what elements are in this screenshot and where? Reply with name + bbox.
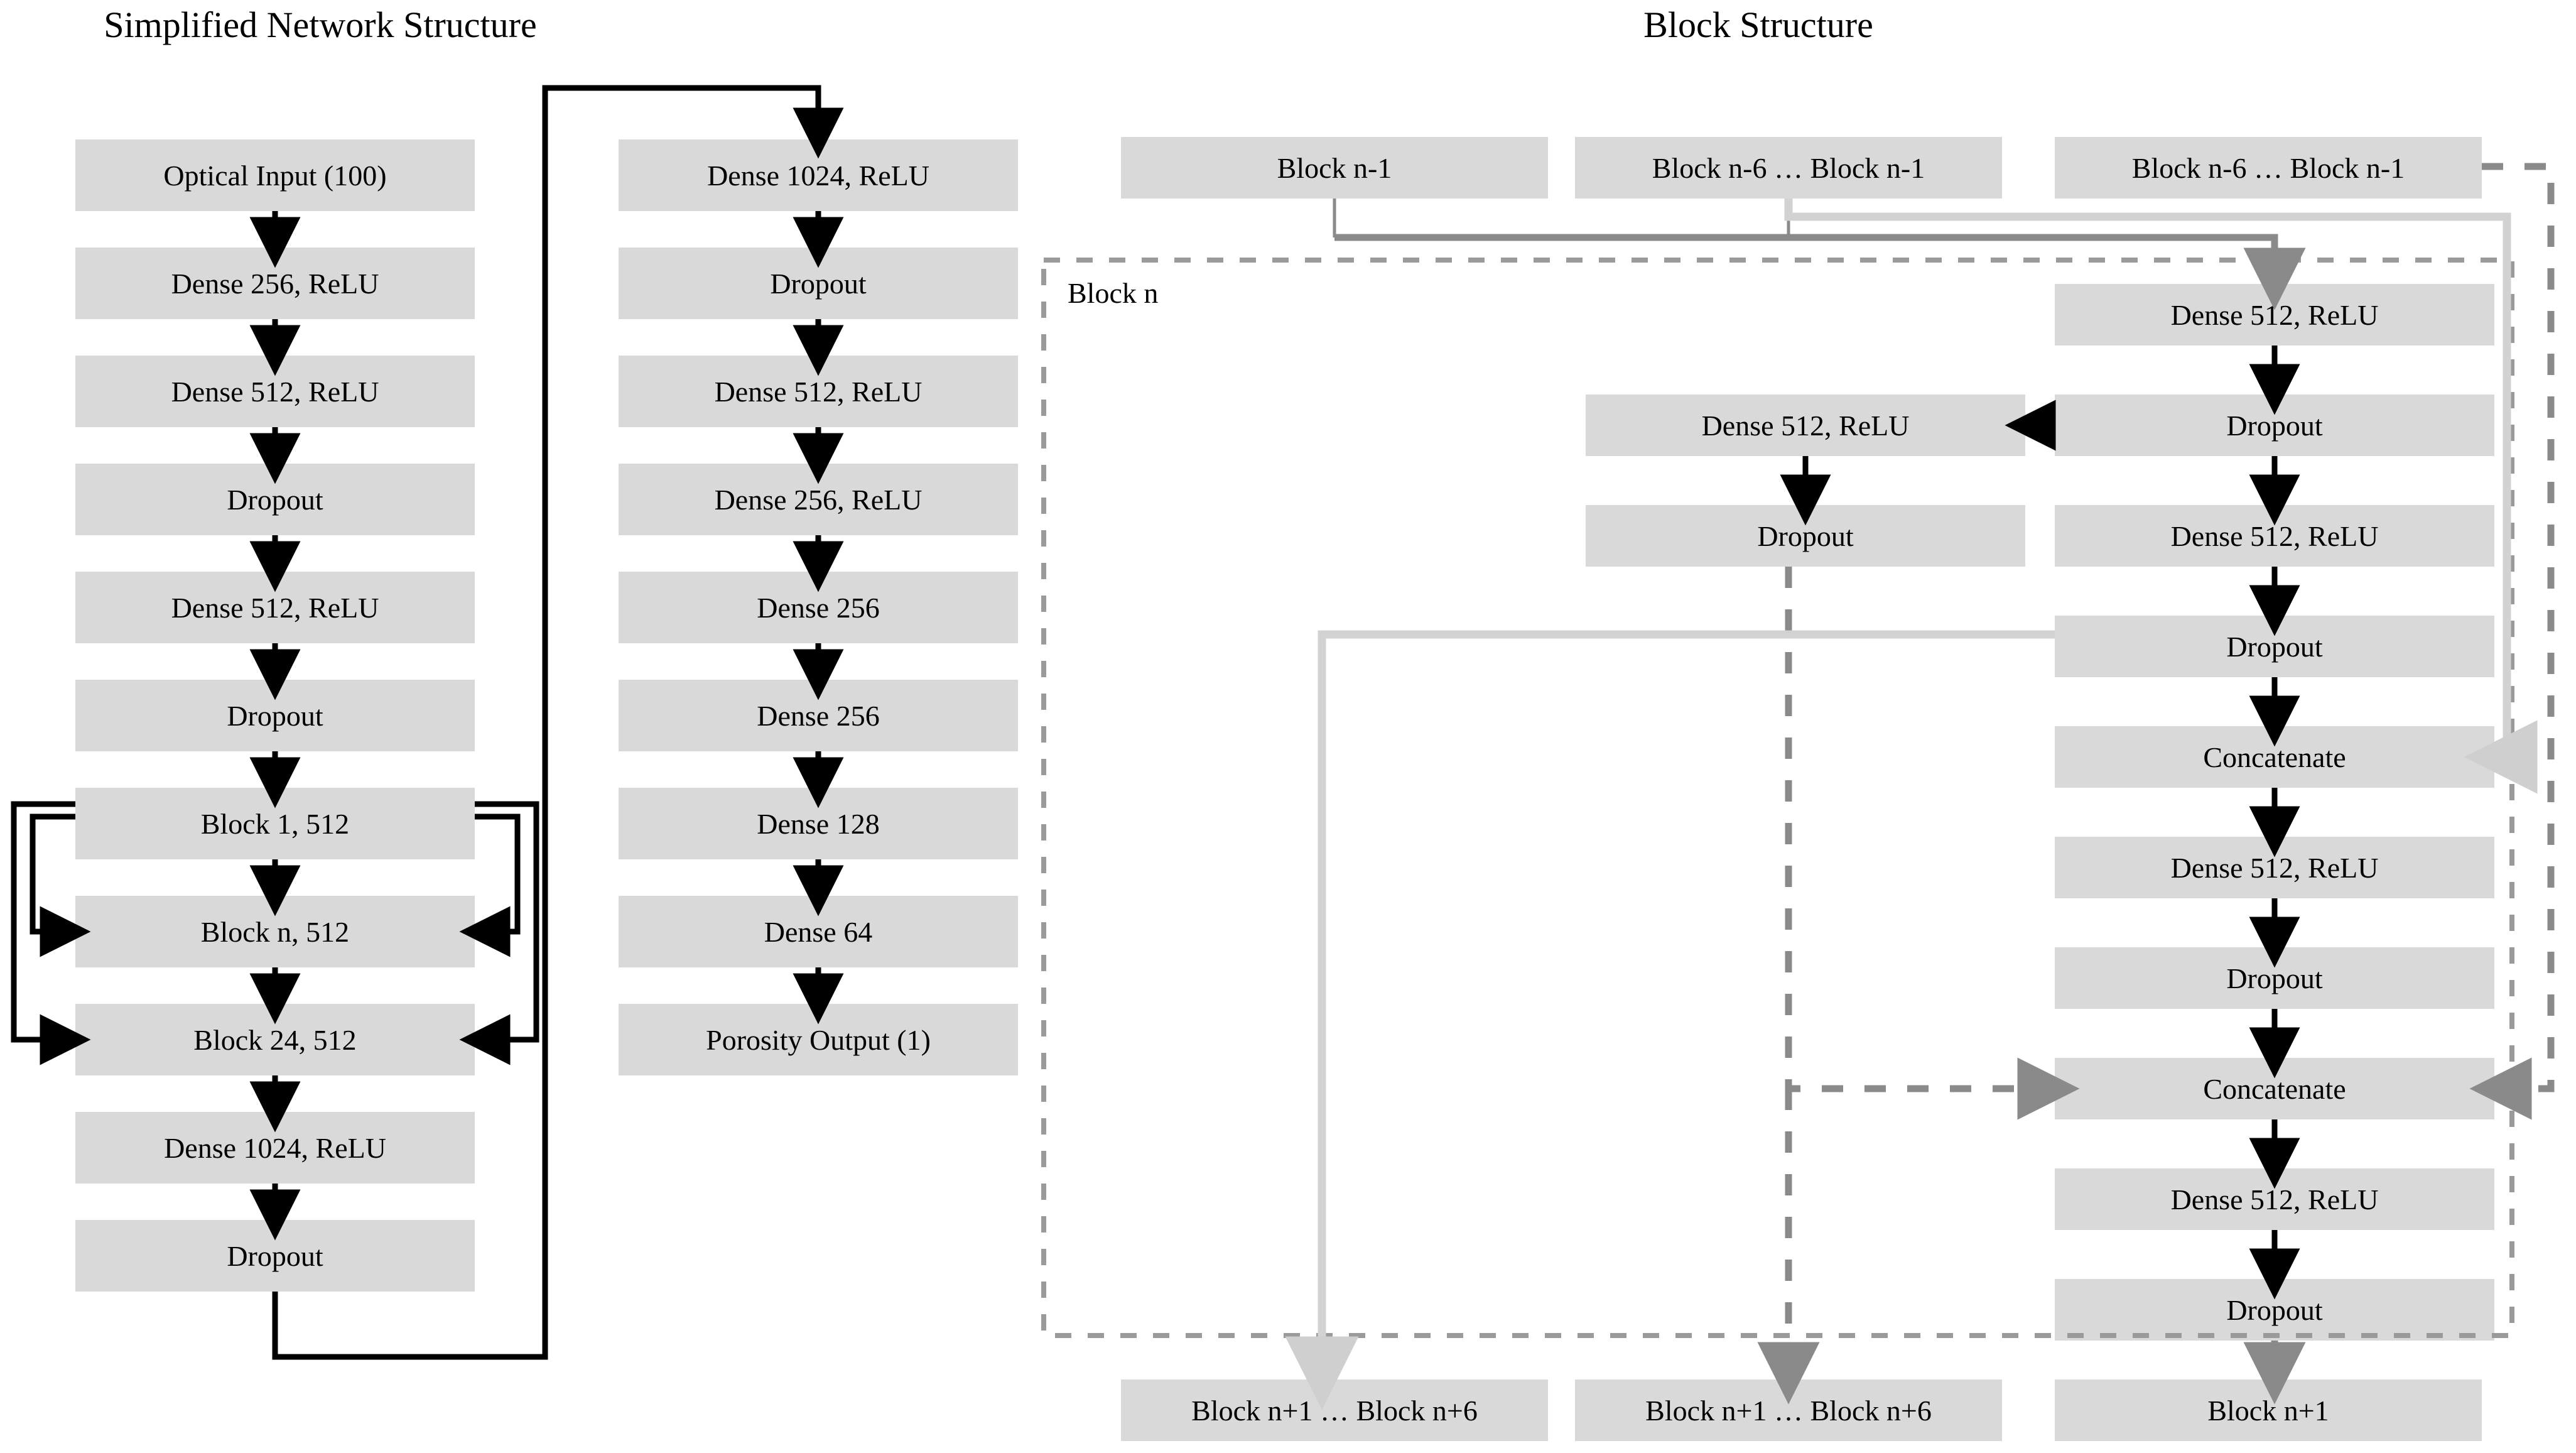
node-left-c1-3[interactable]: Dropout xyxy=(75,464,475,535)
node-left-c2-8[interactable]: Porosity Output (1) xyxy=(619,1004,1018,1075)
node-left-c1-9[interactable]: Dense 1024, ReLU xyxy=(75,1112,475,1184)
node-right-6[interactable]: Dropout xyxy=(2055,947,2494,1009)
left-panel-title: Simplified Network Structure xyxy=(104,4,537,45)
block-input-wire xyxy=(1333,199,2306,310)
middle-dashed-feed xyxy=(1757,567,2080,1405)
node-mid-1[interactable]: Dropout xyxy=(1586,505,2025,567)
node-left-c1-4[interactable]: Dense 512, ReLU xyxy=(75,572,475,643)
node-left-c1-10[interactable]: Dropout xyxy=(75,1220,475,1292)
node-mid-0[interactable]: Dense 512, ReLU xyxy=(1586,395,2025,456)
node-left-c2-0[interactable]: Dense 1024, ReLU xyxy=(619,139,1018,211)
node-bottom-0[interactable]: Block n+1 … Block n+6 xyxy=(1121,1380,1548,1441)
node-left-c2-6[interactable]: Dense 128 xyxy=(619,788,1018,859)
node-bottom-2[interactable]: Block n+1 xyxy=(2055,1380,2482,1441)
node-bottom-1[interactable]: Block n+1 … Block n+6 xyxy=(1575,1380,2002,1441)
node-right-0[interactable]: Dense 512, ReLU xyxy=(2055,284,2494,346)
node-right-7[interactable]: Concatenate xyxy=(2055,1058,2494,1119)
right-panel-title: Block Structure xyxy=(1643,4,1873,45)
node-left-c1-2[interactable]: Dense 512, ReLU xyxy=(75,356,475,427)
light-gray-skip-wire xyxy=(1285,630,2055,1410)
node-left-c2-3[interactable]: Dense 256, ReLU xyxy=(619,464,1018,535)
node-right-4[interactable]: Concatenate xyxy=(2055,726,2494,788)
node-left-c2-1[interactable]: Dropout xyxy=(619,248,1018,319)
node-right-9[interactable]: Dropout xyxy=(2055,1279,2494,1341)
node-left-c1-8[interactable]: Block 24, 512 xyxy=(75,1004,475,1075)
node-left-c2-7[interactable]: Dense 64 xyxy=(619,896,1018,967)
node-top-2[interactable]: Block n-6 … Block n-1 xyxy=(2055,137,2482,199)
node-right-2[interactable]: Dense 512, ReLU xyxy=(2055,505,2494,567)
node-top-1[interactable]: Block n-6 … Block n-1 xyxy=(1575,137,2002,199)
block-n-label: Block n xyxy=(1068,277,1159,309)
node-left-c1-5[interactable]: Dropout xyxy=(75,680,475,751)
node-top-0[interactable]: Block n-1 xyxy=(1121,137,1548,199)
node-left-c1-7[interactable]: Block n, 512 xyxy=(75,896,475,967)
node-right-3[interactable]: Dropout xyxy=(2055,616,2494,677)
node-right-8[interactable]: Dense 512, ReLU xyxy=(2055,1168,2494,1230)
node-left-c2-2[interactable]: Dense 512, ReLU xyxy=(619,356,1018,427)
node-left-c1-1[interactable]: Dense 256, ReLU xyxy=(75,248,475,319)
node-left-c2-4[interactable]: Dense 256 xyxy=(619,572,1018,643)
node-left-c2-5[interactable]: Dense 256 xyxy=(619,680,1018,751)
node-right-1[interactable]: Dropout xyxy=(2055,395,2494,456)
node-left-c1-6[interactable]: Block 1, 512 xyxy=(75,788,475,859)
node-right-5[interactable]: Dense 512, ReLU xyxy=(2055,837,2494,898)
node-left-c1-0[interactable]: Optical Input (100) xyxy=(75,139,475,211)
